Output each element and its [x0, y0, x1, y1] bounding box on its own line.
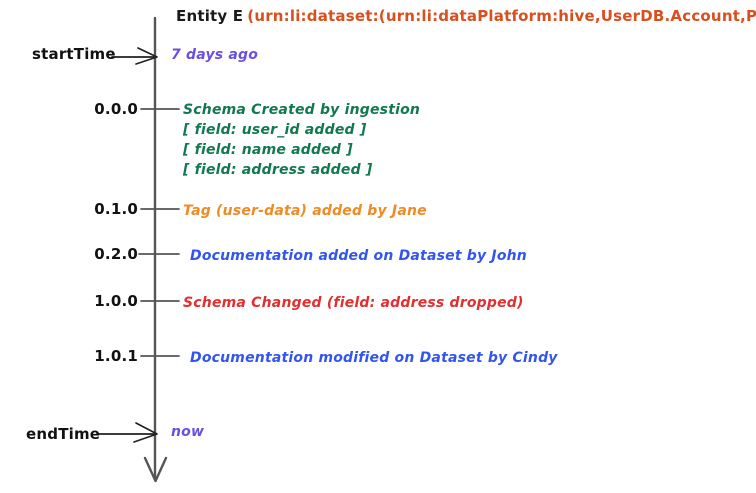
version-label: 0.2.0: [94, 245, 138, 263]
event-detail: [ field: user_id added ]: [183, 122, 367, 138]
event-detail: [ field: address added ]: [183, 162, 373, 178]
page-title: Entity E: [176, 7, 244, 25]
event-description: Tag (user-data) added by Jane: [183, 201, 427, 221]
event-description: Documentation added on Dataset by John: [190, 246, 527, 266]
event-headline: Documentation added on Dataset by John: [190, 248, 527, 264]
event-headline: Schema Created by ingestion: [183, 102, 421, 118]
version-label: 0.0.0: [94, 100, 138, 118]
timeline-arrowhead: [143, 456, 168, 483]
start-time-arrow: [111, 47, 158, 65]
event-description: Schema Changed (field: address dropped): [183, 293, 524, 313]
diagram-title: Entity E(urn:li:dataset:(urn:li:dataPlat…: [176, 7, 756, 25]
version-label: 0.1.0: [94, 200, 138, 218]
end-time-label: endTime: [26, 425, 101, 443]
event-headline: Schema Changed (field: address dropped): [183, 295, 524, 311]
event-headline: Tag (user-data) added by Jane: [183, 203, 427, 219]
event-description: Schema Created by ingestion [ field: use…: [183, 100, 420, 180]
event-headline: Documentation modified on Dataset by Cin…: [190, 350, 558, 366]
version-ticks: [138, 108, 180, 357]
version-label: 1.0.1: [94, 347, 138, 365]
end-time-arrow: [96, 422, 158, 443]
event-detail: [ field: name added ]: [183, 142, 353, 158]
end-time-value: now: [171, 424, 205, 440]
start-time-label: startTime: [32, 45, 116, 63]
event-description: Documentation modified on Dataset by Cin…: [190, 348, 558, 368]
version-label: 1.0.0: [94, 292, 138, 310]
start-time-value: 7 days ago: [171, 47, 259, 63]
entity-urn: (urn:li:dataset:(urn:li:dataPlatform:hiv…: [247, 7, 756, 25]
